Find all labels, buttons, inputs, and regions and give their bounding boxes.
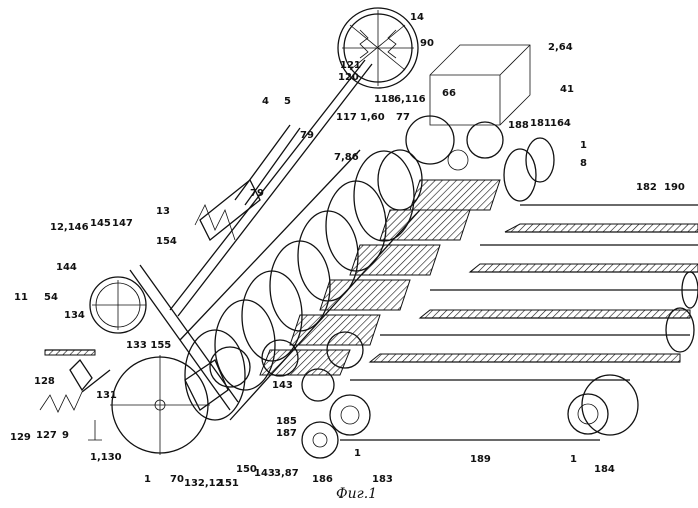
label-7-86: 7,86 — [334, 152, 359, 163]
label-133-155: 133 155 — [126, 340, 171, 351]
label-3-87: 3,87 — [274, 468, 299, 479]
label-145: 145 — [90, 218, 111, 229]
label-5: 5 — [284, 96, 291, 107]
label-143-a: 143 — [272, 380, 293, 391]
label-1-top: 1 — [580, 140, 587, 151]
label-11: 11 — [14, 292, 28, 303]
label-14: 14 — [410, 12, 424, 23]
label-70: 70 — [170, 474, 184, 485]
label-2-64: 2,64 — [548, 42, 573, 53]
figure-caption: Фиг.1 — [336, 486, 377, 502]
label-1-mid: 1 — [354, 448, 361, 459]
label-41: 41 — [560, 84, 574, 95]
label-118: 118 — [374, 94, 395, 105]
label-128: 128 — [34, 376, 55, 387]
label-185: 185 — [276, 416, 297, 427]
label-117: 117 — [336, 112, 357, 123]
reference-labels: 14 90 121 120 118 6,116 66 2,64 41 117 1… — [10, 12, 685, 489]
label-1-right: 1 — [570, 454, 577, 465]
label-13: 13 — [156, 206, 170, 217]
label-189: 189 — [470, 454, 491, 465]
label-4: 4 — [262, 96, 269, 107]
label-1-bottom: 1 — [144, 474, 151, 485]
label-54: 54 — [44, 292, 58, 303]
label-8: 8 — [580, 158, 587, 169]
label-6-116: 6,116 — [394, 94, 426, 105]
label-12-146: 12,146 — [50, 222, 89, 233]
label-66: 66 — [442, 88, 456, 99]
housing-box — [406, 45, 530, 170]
label-127: 127 — [36, 430, 57, 441]
label-143-b: 143 — [254, 468, 275, 479]
label-79-a: 79 — [300, 130, 314, 141]
label-184: 184 — [594, 464, 615, 475]
label-147: 147 — [112, 218, 133, 229]
label-132-12: 132,12 — [184, 478, 223, 489]
label-151: 151 — [218, 478, 239, 489]
label-131: 131 — [96, 390, 117, 401]
label-79-b: 79 — [250, 188, 264, 199]
label-154: 154 — [156, 236, 177, 247]
middle-roller-belts — [260, 138, 554, 435]
label-181: 181 — [530, 118, 551, 129]
label-182: 182 — [636, 182, 657, 193]
label-134: 134 — [64, 310, 85, 321]
label-129: 129 — [10, 432, 31, 443]
label-1-60: 1,60 — [360, 112, 385, 123]
label-9: 9 — [62, 430, 69, 441]
label-186: 186 — [312, 474, 333, 485]
label-144: 144 — [56, 262, 77, 273]
label-187: 187 — [276, 428, 297, 439]
label-77: 77 — [396, 112, 410, 123]
label-1-130: 1,130 — [90, 452, 122, 463]
label-90: 90 — [420, 38, 434, 49]
label-164: 164 — [550, 118, 571, 129]
label-188: 188 — [508, 120, 529, 131]
label-183: 183 — [372, 474, 393, 485]
label-120: 120 — [338, 72, 359, 83]
label-121: 121 — [340, 60, 361, 71]
label-190: 190 — [664, 182, 685, 193]
